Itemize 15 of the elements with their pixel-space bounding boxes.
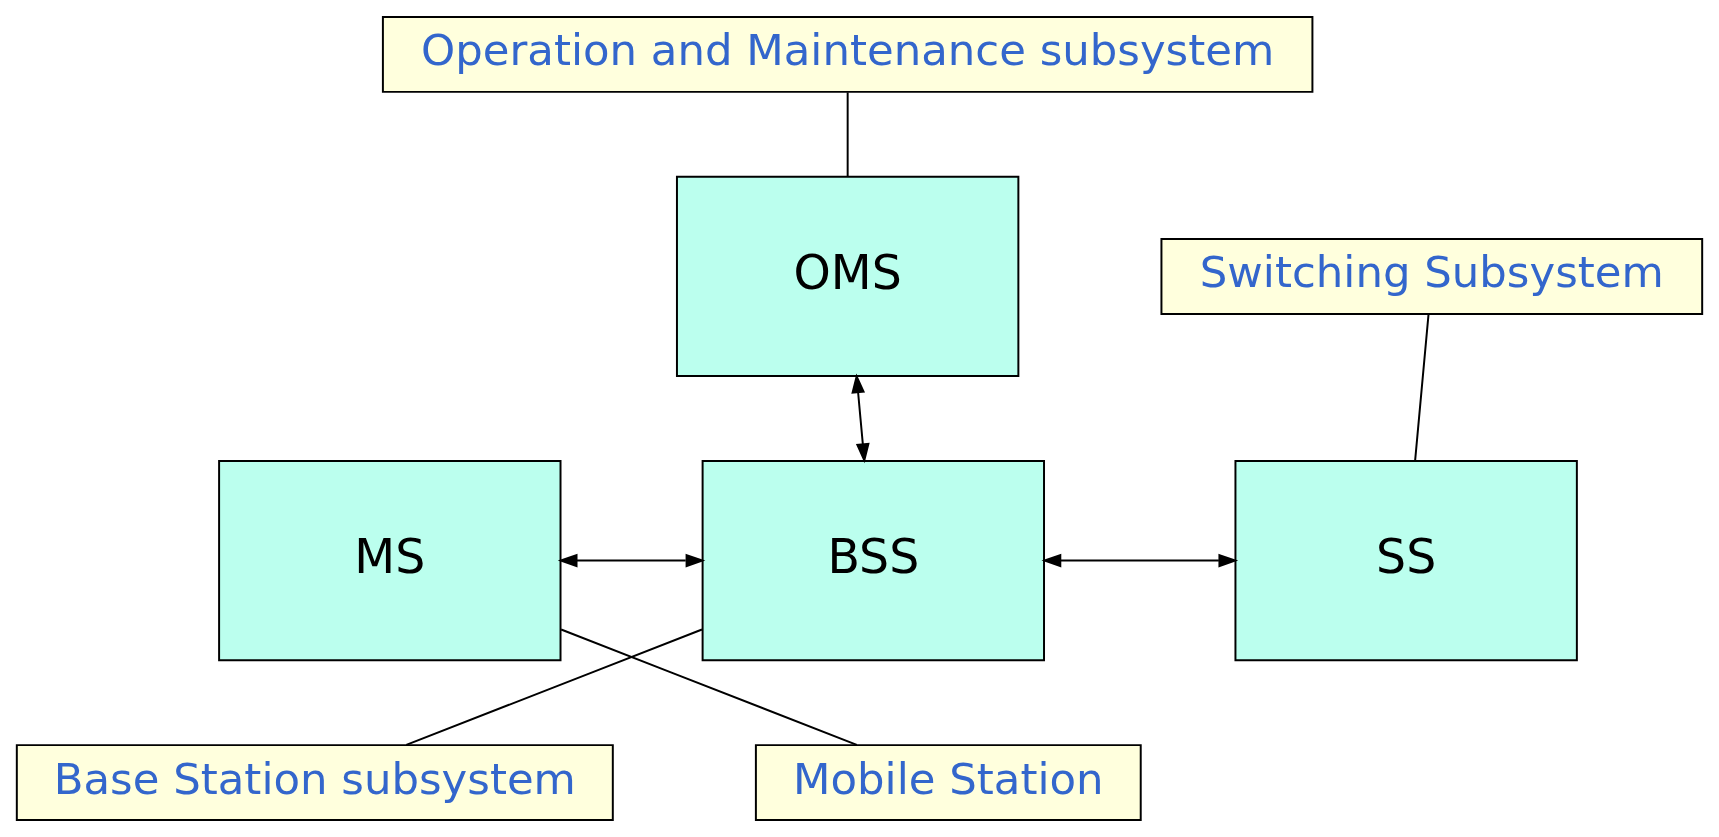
node-box: BSS xyxy=(701,459,1045,662)
connector xyxy=(405,628,703,746)
connector xyxy=(1414,313,1430,462)
node-box: OMS xyxy=(675,175,1020,378)
node-box: MS xyxy=(218,459,562,662)
node-box: Switching Subsystem xyxy=(1160,237,1704,315)
arrow xyxy=(557,553,706,568)
node-box: Mobile Station xyxy=(754,744,1142,822)
connector xyxy=(846,91,849,178)
node-box: SS xyxy=(1234,459,1578,662)
node-box: Operation and Maintenance subsystem xyxy=(381,15,1314,93)
arrow xyxy=(851,373,870,464)
connector xyxy=(560,628,858,746)
arrow xyxy=(1041,553,1239,568)
node-box: Base Station subsystem xyxy=(15,744,614,822)
